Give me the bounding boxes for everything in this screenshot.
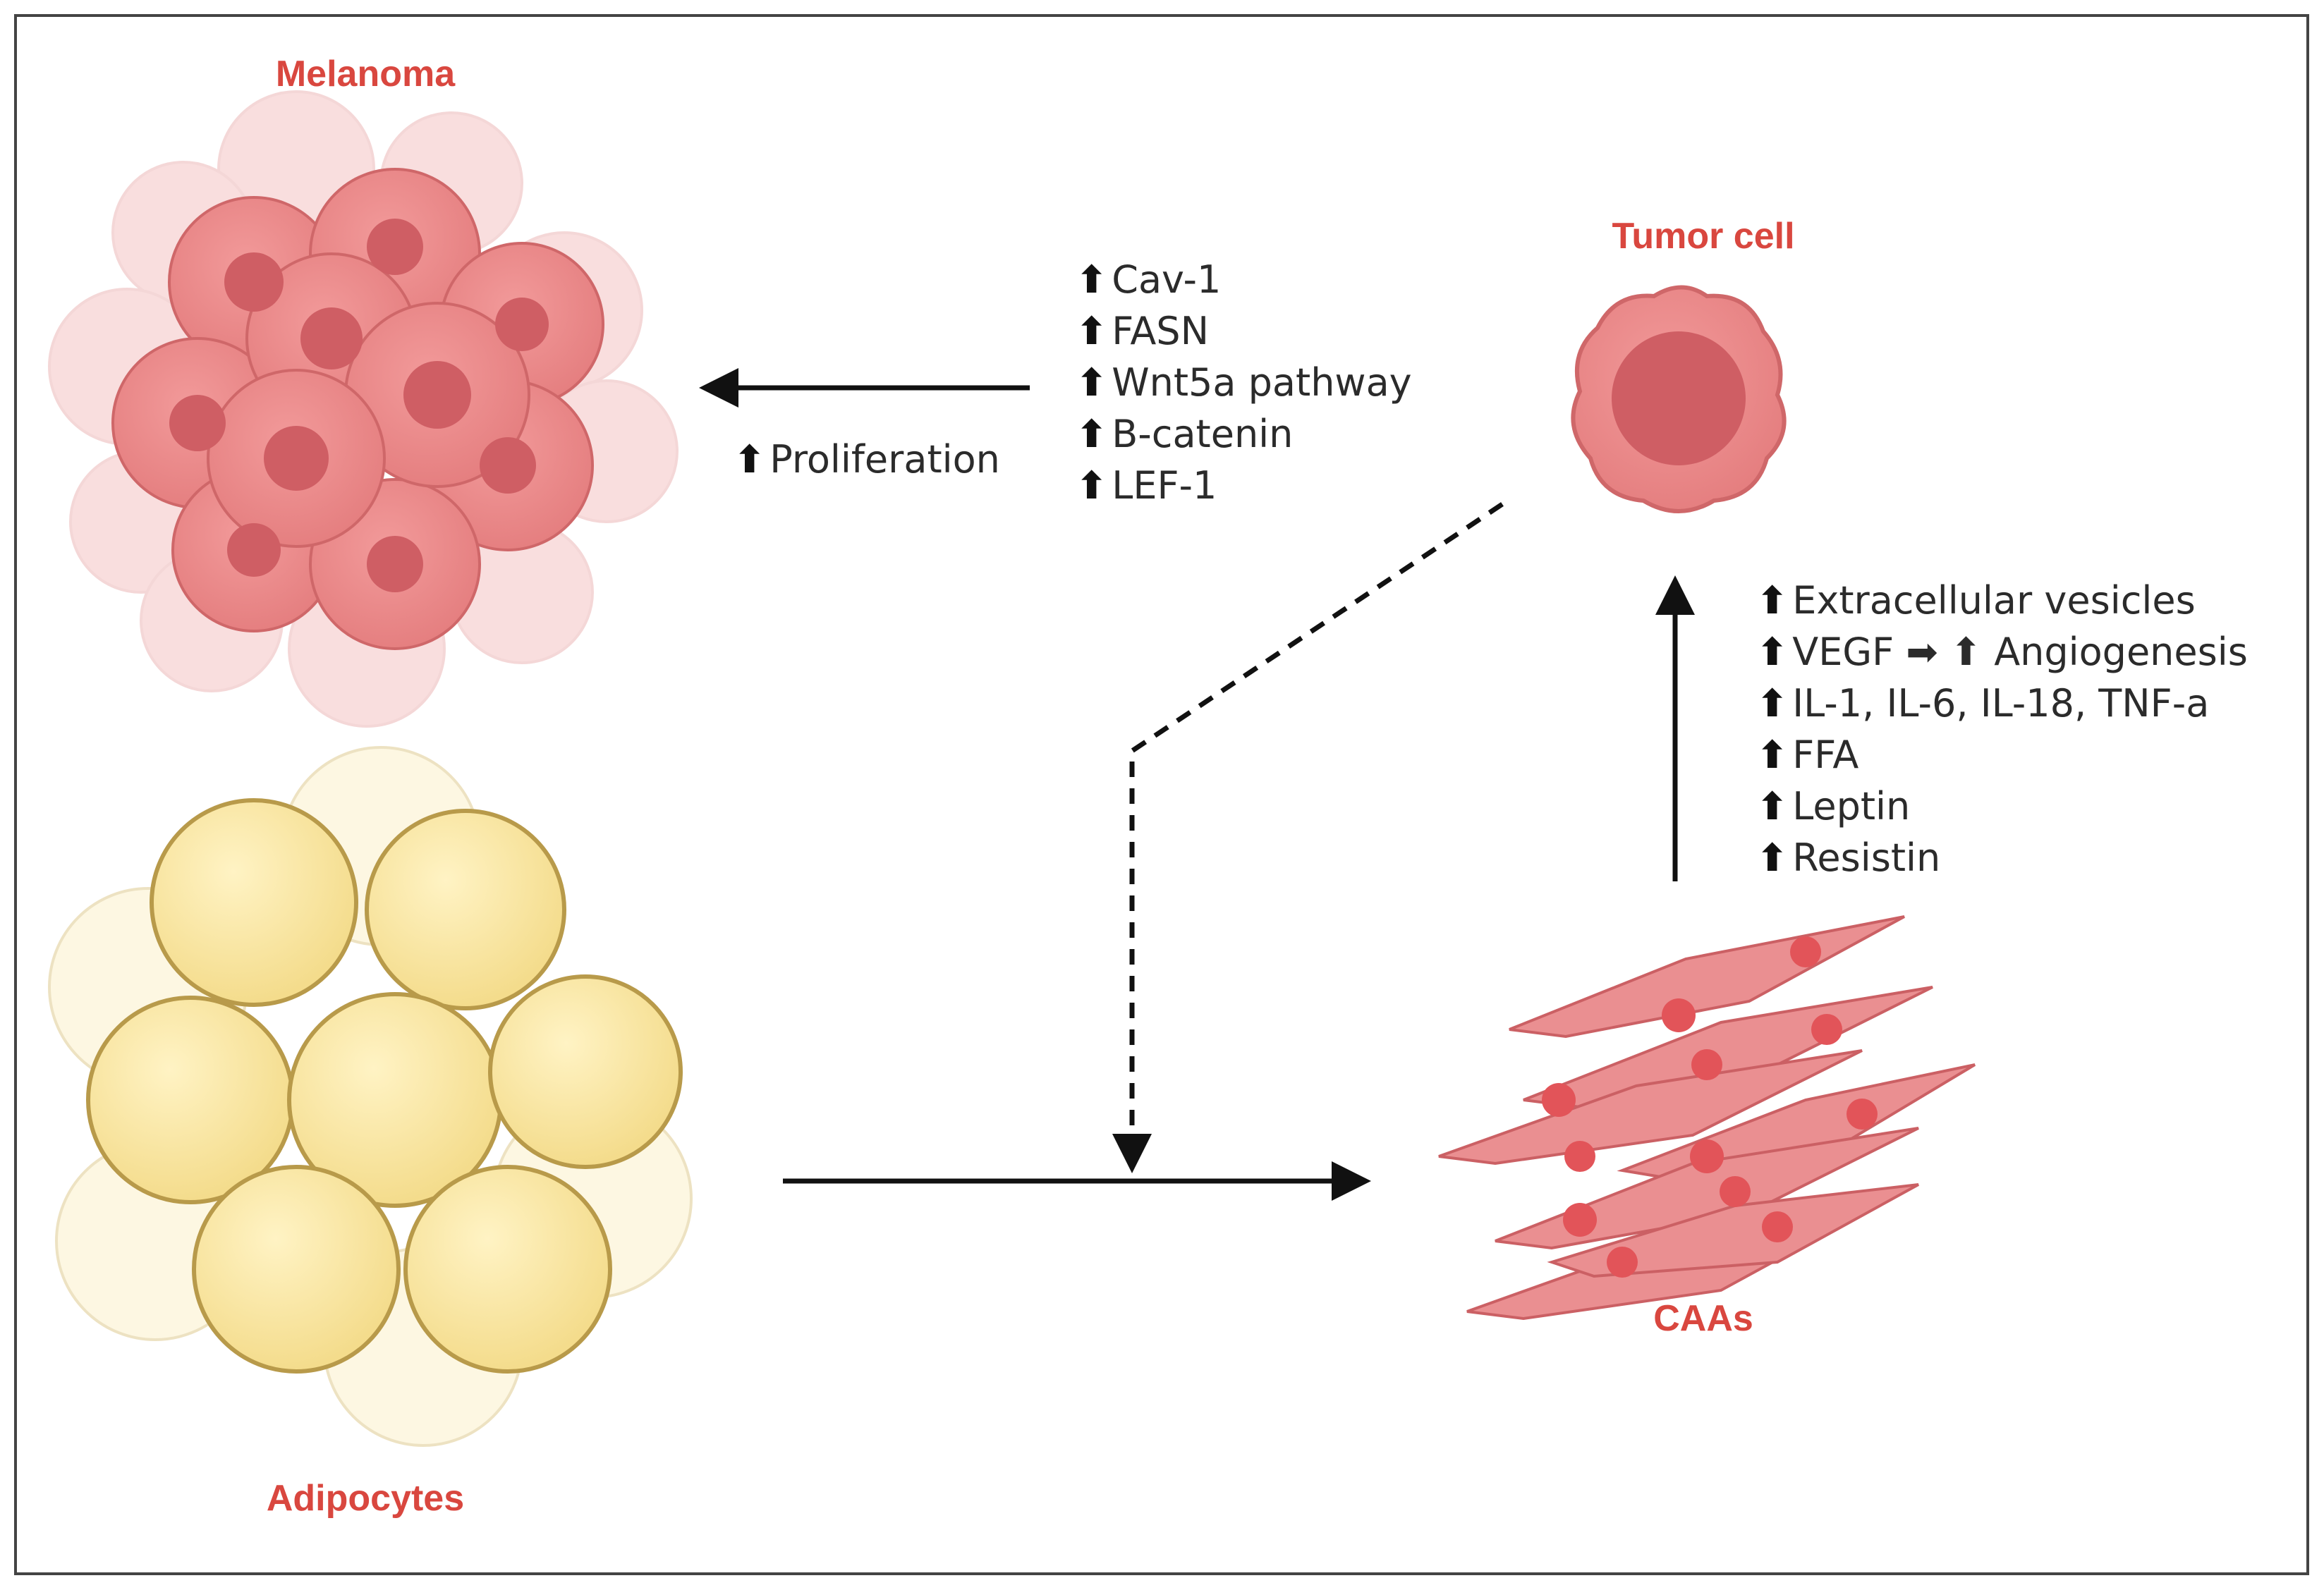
factor-text: Resistin [1792,836,1941,880]
up-arrow-icon: ⬆ [1756,733,1789,777]
up-arrow-icon: ⬆ [1756,681,1789,726]
factor-item: ⬆LEF-1 [1076,460,1412,511]
melanoma-cluster-illustration [48,90,679,728]
factor-text: Extracellular vesicles [1792,578,2196,623]
figure-border [14,14,2309,1575]
up-arrow-icon: ⬆ [1076,463,1108,508]
tumor-cell-label: Tumor cell [1612,216,1795,257]
up-arrow-icon: ⬆ [1756,630,1789,674]
factor-item: ⬆IL-1, IL-6, IL-18, TNF-a [1756,678,2248,729]
factor-item: ⬆FFA [1756,729,2248,781]
factor-item: ⬆B-catenin [1076,408,1412,460]
factor-item: ⬆VEGF ➡ ⬆ Angiogenesis [1756,626,2248,678]
factor-item: ⬆FASN [1076,305,1412,357]
factor-text: Cav-1 [1112,257,1222,302]
factor-text: LEF-1 [1112,463,1217,508]
up-arrow-icon: ⬆ [1076,360,1108,405]
factor-text: Leptin [1792,784,1911,828]
caa-factor-list: ⬆Extracellular vesicles⬆VEGF ➡ ⬆ Angioge… [1756,575,2248,883]
factor-item: ⬆Cav-1 [1076,254,1412,305]
proliferation-label: Proliferation [769,437,1000,482]
factor-text: B-catenin [1112,412,1294,456]
proliferation-text: ⬆Proliferation [734,437,1000,482]
factor-item: ⬆Extracellular vesicles [1756,575,2248,626]
up-arrow-icon: ⬆ [734,437,766,482]
adipocytes-cluster-illustration [48,746,693,1447]
melanoma-factor-list: ⬆Cav-1⬆FASN⬆Wnt5a pathway⬆B-catenin⬆LEF-… [1076,254,1412,511]
up-arrow-icon: ⬆ [1756,578,1789,623]
factor-text: Wnt5a pathway [1112,360,1412,405]
up-arrow-icon: ⬆ [1756,836,1789,880]
factor-item: ⬆Wnt5a pathway [1076,357,1412,408]
factor-text: FFA [1792,733,1859,777]
factor-item: ⬆Leptin [1756,781,2248,832]
melanoma-label: Melanoma [275,54,456,94]
tumor-cell-illustration [1571,285,1787,513]
up-arrow-icon: ⬆ [1756,784,1789,828]
caas-label: CAAs [1653,1298,1753,1339]
adipocytes-label: Adipocytes [266,1478,465,1519]
up-arrow-icon: ⬆ [1076,309,1108,353]
dashed-arrow-tumor-to-junction [1112,502,1504,1173]
up-arrow-icon: ⬆ [1076,257,1108,302]
factor-item: ⬆Resistin [1756,832,2248,883]
caas-illustration [1438,915,1976,1321]
factor-text: FASN [1112,309,1209,353]
factor-text: VEGF ➡ ⬆ Angiogenesis [1792,630,2248,674]
up-arrow-icon: ⬆ [1076,412,1108,456]
factor-text: IL-1, IL-6, IL-18, TNF-a [1792,681,2210,726]
